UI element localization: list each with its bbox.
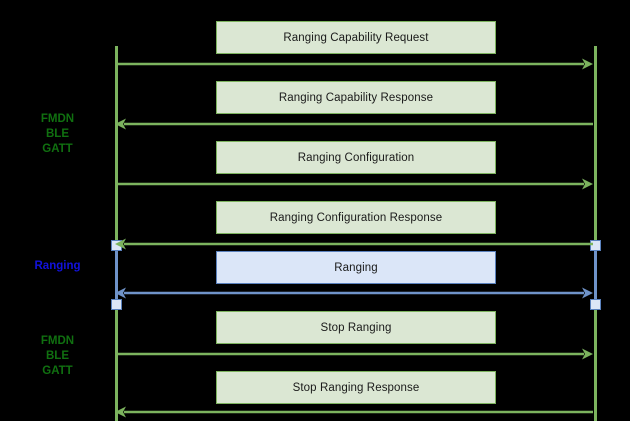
message-box-ranging: Ranging <box>216 251 496 284</box>
lifeline-right-upper <box>594 46 597 245</box>
activation-left-end <box>111 299 122 310</box>
lifeline-right-lower <box>594 305 597 421</box>
label-fmdn-ble-gatt-top: FMDN BLE GATT <box>40 113 75 155</box>
message-arrow-ranging-capability-response <box>113 116 597 132</box>
message-arrow-ranging-configuration-response <box>113 236 597 252</box>
message-arrow-stop-ranging <box>113 346 597 362</box>
lifeline-left-activation <box>115 245 118 305</box>
activation-right-end <box>590 299 601 310</box>
message-box-stop-ranging-response: Stop Ranging Response <box>216 371 496 404</box>
message-arrow-ranging-configuration <box>113 176 597 192</box>
message-box-ranging-capability-response: Ranging Capability Response <box>216 81 496 114</box>
message-box-stop-ranging: Stop Ranging <box>216 311 496 344</box>
message-box-ranging-configuration: Ranging Configuration <box>216 141 496 174</box>
lifeline-left-upper <box>115 46 118 245</box>
activation-right-start <box>590 240 601 251</box>
message-arrow-stop-ranging-response <box>113 404 597 420</box>
lifeline-right-activation <box>594 245 597 305</box>
message-arrow-ranging <box>113 285 597 301</box>
message-arrow-ranging-capability-request <box>113 56 597 72</box>
label-ranging: Ranging <box>34 260 81 272</box>
label-fmdn-ble-gatt-bottom: FMDN BLE GATT <box>40 335 75 377</box>
message-box-ranging-capability-request: Ranging Capability Request <box>216 21 496 54</box>
lifeline-left-lower <box>115 305 118 421</box>
message-box-ranging-configuration-response: Ranging Configuration Response <box>216 201 496 234</box>
